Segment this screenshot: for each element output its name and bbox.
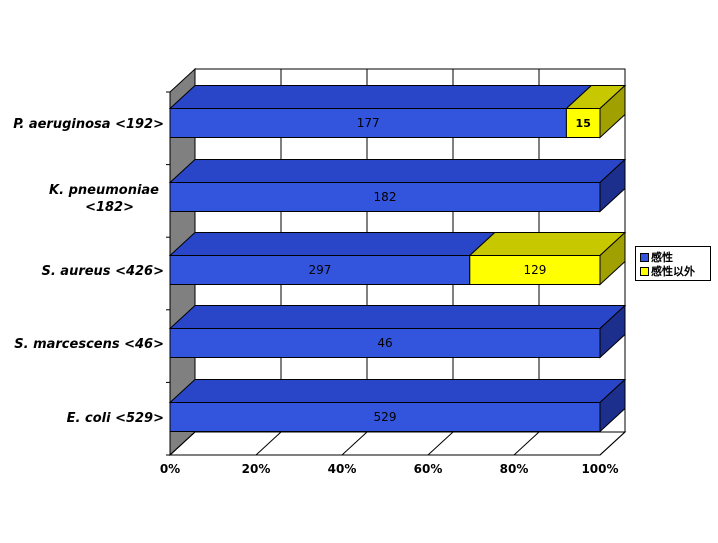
bar-s-aureus-426-series-1-top (168, 232, 497, 256)
bar-e-coli-529-series-1-side (599, 378, 626, 433)
floor-gridline-20 (255, 431, 282, 456)
bar-group-s-marcescens-46: 46 (168, 304, 627, 359)
x-tick-label-40: 40% (328, 462, 357, 476)
bar-p-aeruginosa-192-series-2 (565, 108, 601, 138)
floor-gridline-0 (169, 431, 196, 456)
bar-k-pneumoniae-182-series-1-top (168, 159, 627, 183)
category-labels: P. aeruginosa <192> K. pneumoniae <182> S. … (13, 117, 164, 426)
floor-gridline-80 (513, 431, 540, 456)
legend-label-series-2: 感性以外 (651, 265, 695, 278)
floor-gridline-40 (341, 431, 368, 456)
x-tick-label-0: 0% (160, 462, 180, 476)
category-label-k-pneumoniae-182: K. pneumoniae (49, 183, 159, 198)
legend-item-series-2: 感性以外 (640, 264, 706, 278)
floor (168, 431, 627, 456)
category-label-s-marcescens-46: S. marcescens <46> (14, 337, 164, 352)
category-label-s-aureus-426: S. aureus <426> (41, 264, 164, 279)
data-label-s-aureus-426-series-1: 297 (308, 263, 331, 277)
bar-k-pneumoniae-182-series-1 (169, 182, 601, 212)
legend-label-series-1: 感性 (651, 251, 673, 264)
data-label-e-coli-529-series-1: 529 (374, 410, 397, 424)
x-tick-label-100: 100% (581, 462, 618, 476)
bar-s-marcescens-46-series-1-top (168, 305, 627, 329)
category-label-p-aeruginosa-192: P. aeruginosa <192> (13, 117, 164, 132)
bar-s-marcescens-46-series-1-side (599, 304, 626, 359)
bar-k-pneumoniae-182-series-1-side (599, 158, 626, 213)
x-tick-label-80: 80% (500, 462, 529, 476)
bar-s-aureus-426-series-2 (469, 255, 601, 285)
category-label-k-pneumoniae-182-line-2: <182> (85, 200, 134, 215)
bar-p-aeruginosa-192-series-1 (169, 108, 567, 138)
bar-s-aureus-426-series-2-side (599, 231, 626, 286)
legend-item-series-1: 感性 (640, 250, 706, 264)
data-label-s-aureus-426-series-2: 129 (523, 263, 546, 277)
bars: 177 15 182 297 129 46 529 (168, 84, 627, 433)
bar-p-aeruginosa-192-series-1-top (168, 85, 593, 109)
x-tick-label-60: 60% (414, 462, 443, 476)
bar-group-k-pneumoniae-182: 182 (168, 158, 627, 213)
data-label-p-aeruginosa-192-series-2: 15 (576, 117, 591, 130)
floor-gridline-60 (427, 431, 454, 456)
data-label-p-aeruginosa-192-series-1: 177 (357, 116, 380, 130)
x-tick-label-20: 20% (242, 462, 271, 476)
legend-swatch-series-2 (640, 266, 649, 276)
bar-group-s-aureus-426: 297 129 (168, 231, 627, 286)
floor-gridline-100 (599, 431, 626, 456)
x-axis-tick-labels: 0% 20% 40% 60% 80% 100% (160, 462, 619, 476)
legend-swatch-series-1 (640, 252, 649, 262)
bar-p-aeruginosa-192-series-2-side (599, 84, 626, 139)
bar-s-marcescens-46-series-1 (169, 328, 601, 358)
data-label-k-pneumoniae-182-series-1: 182 (374, 190, 397, 204)
bar-group-e-coli-529: 529 (168, 378, 627, 433)
bar-group-p-aeruginosa-192: 177 15 (168, 84, 627, 139)
bar-e-coli-529-series-1-top (168, 379, 627, 403)
category-label-e-coli-529: E. coli <529> (67, 411, 164, 426)
legend: 感性 感性以外 (635, 246, 711, 281)
data-label-s-marcescens-46-series-1: 46 (377, 336, 392, 350)
bar-s-aureus-426-series-2-top (468, 232, 627, 256)
bar-e-coli-529-series-1 (169, 402, 601, 432)
bar-s-aureus-426-series-1 (169, 255, 471, 285)
